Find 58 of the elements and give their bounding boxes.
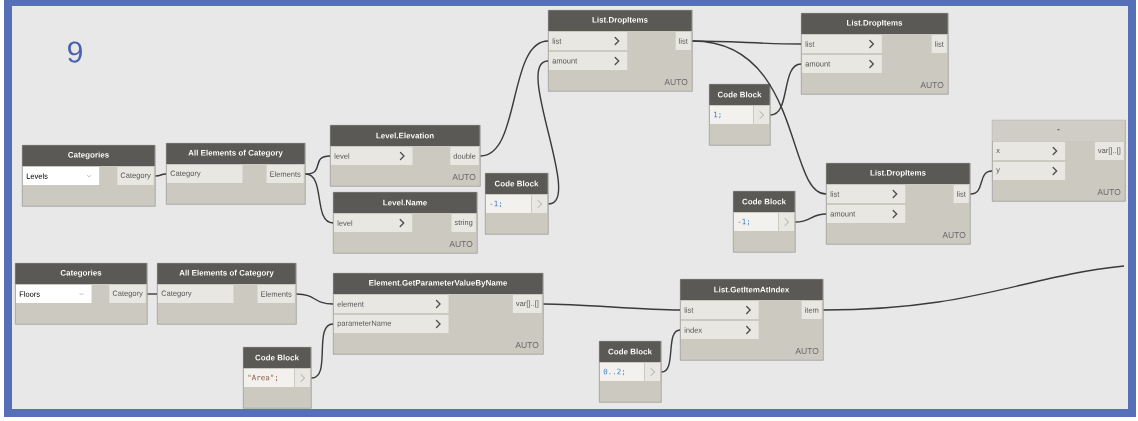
node-title: All Elements of Category bbox=[188, 149, 283, 158]
node-block bbox=[733, 191, 796, 253]
node-title: List.DropItems bbox=[847, 19, 903, 28]
node-title: All Elements of Category bbox=[179, 269, 274, 278]
step-number: 9 bbox=[68, 41, 82, 63]
node-title: Level.Name bbox=[383, 199, 427, 206]
node-block bbox=[330, 125, 481, 187]
node-title: Categories bbox=[68, 151, 109, 160]
wire bbox=[154, 173, 167, 177]
lacing-label: AUTO bbox=[515, 342, 539, 348]
wire bbox=[691, 40, 827, 195]
node-title: Code Block bbox=[255, 354, 299, 361]
wire bbox=[479, 40, 549, 157]
node-block bbox=[333, 192, 478, 254]
wire bbox=[822, 265, 1125, 311]
node-block bbox=[243, 347, 312, 409]
lacing-label: AUTO bbox=[1097, 189, 1121, 195]
node-block bbox=[15, 263, 148, 325]
wire bbox=[146, 293, 158, 295]
node-title: List.DropItems bbox=[592, 16, 648, 25]
lacing-label: AUTO bbox=[920, 82, 944, 88]
wire bbox=[794, 213, 827, 223]
node-block bbox=[548, 10, 693, 92]
node-block bbox=[22, 145, 156, 207]
wire bbox=[304, 155, 331, 175]
node-block bbox=[826, 163, 971, 245]
node-block bbox=[599, 341, 662, 403]
node-title: Element.GetParameterValueByName bbox=[369, 279, 508, 288]
lacing-label: AUTO bbox=[664, 79, 688, 85]
node-block bbox=[801, 13, 949, 95]
wire bbox=[769, 63, 802, 116]
lacing-label: AUTO bbox=[449, 241, 473, 247]
node-title: Code Block bbox=[608, 348, 652, 355]
node-title: List.GetItemAtIndex bbox=[714, 286, 790, 293]
lacing-label: AUTO bbox=[452, 174, 476, 180]
node-block bbox=[166, 143, 306, 205]
node-title: Categories bbox=[60, 269, 102, 278]
node-title: Level.Elevation bbox=[376, 132, 434, 139]
wire bbox=[542, 303, 681, 311]
node-block bbox=[992, 120, 1126, 202]
node-title: List.DropItems bbox=[870, 169, 926, 178]
node-title: - bbox=[1057, 129, 1060, 131]
node-block bbox=[157, 263, 297, 325]
wire bbox=[310, 323, 334, 379]
node-block bbox=[485, 173, 549, 235]
wire bbox=[304, 173, 334, 224]
node-block bbox=[709, 84, 771, 146]
lacing-label: AUTO bbox=[795, 348, 819, 354]
node-title: Code Block bbox=[717, 91, 762, 98]
node-block bbox=[680, 279, 824, 361]
wire bbox=[969, 170, 993, 195]
node-block bbox=[333, 273, 544, 355]
wire bbox=[537, 60, 560, 205]
wire bbox=[660, 329, 681, 373]
lacing-label: AUTO bbox=[942, 232, 966, 238]
wire bbox=[295, 293, 334, 305]
node-title: Code Block bbox=[742, 198, 786, 205]
node-title: Code Block bbox=[494, 180, 539, 187]
